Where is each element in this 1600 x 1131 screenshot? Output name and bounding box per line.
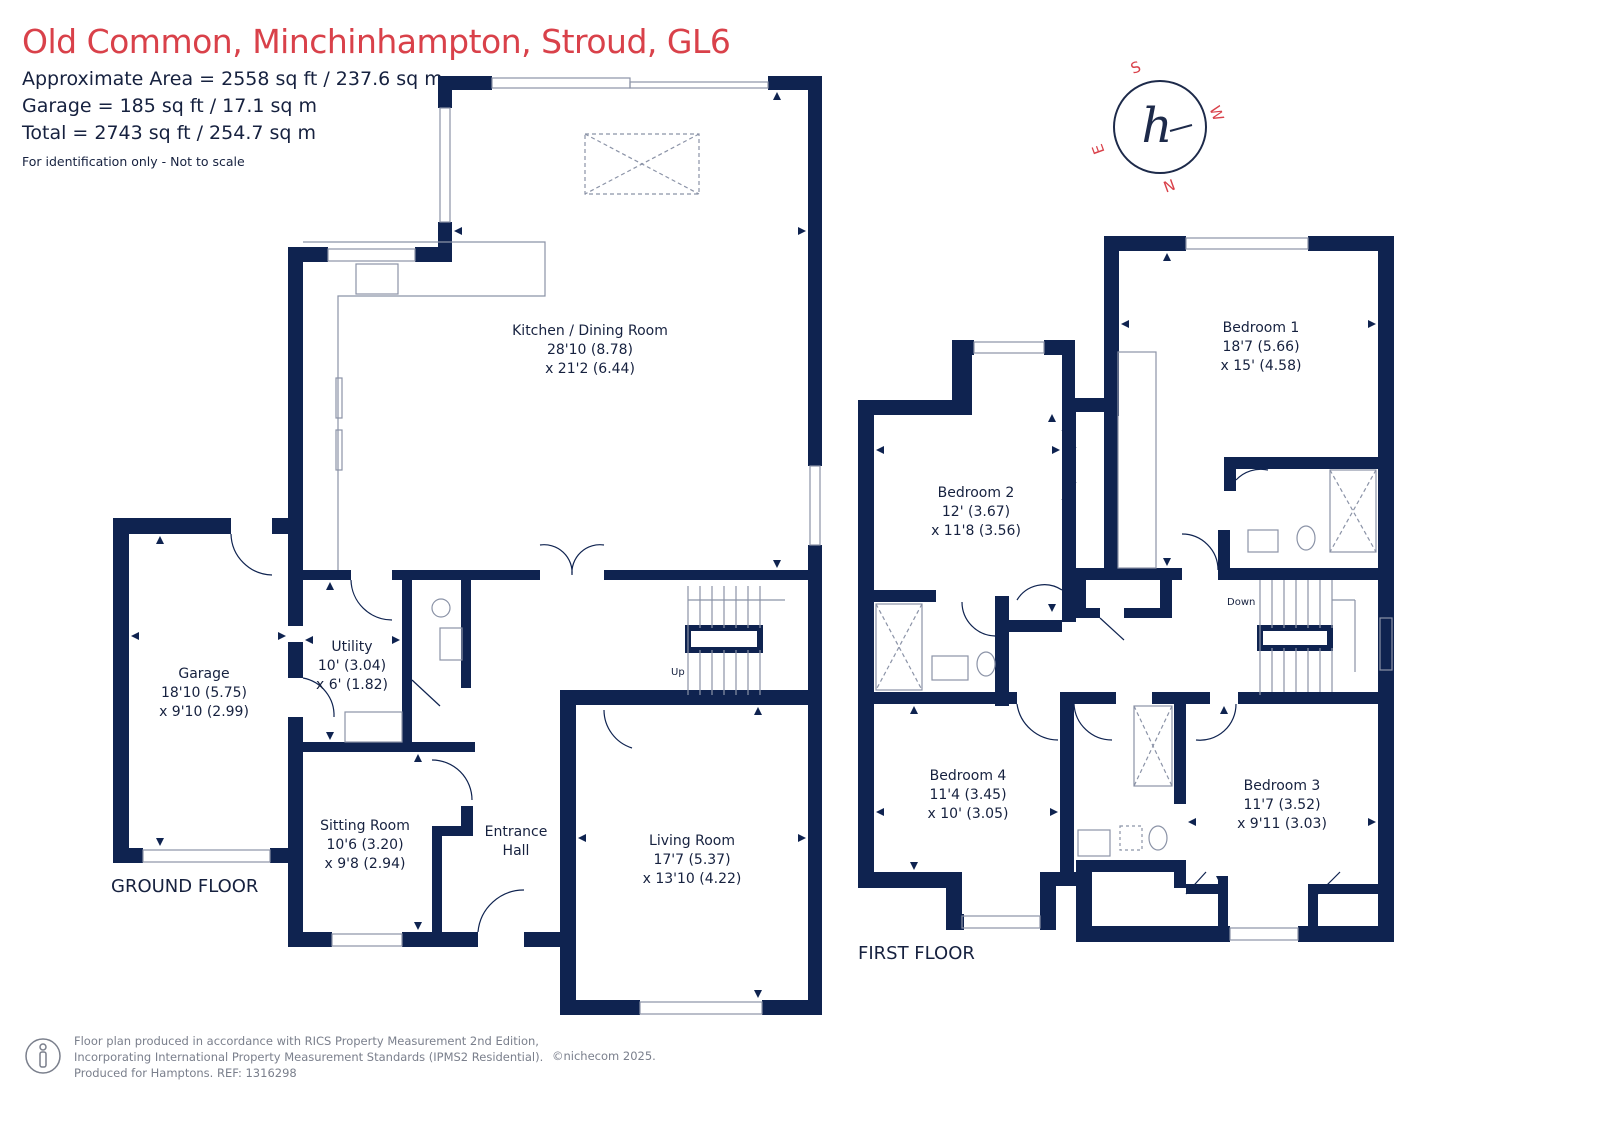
bedroom-2-label: Bedroom 2 xyxy=(938,485,1015,501)
bedroom-2-dim2: x 11'8 (3.56) xyxy=(931,523,1021,539)
ground-floor-walls xyxy=(113,76,822,1015)
bedroom-1-label: Bedroom 1 xyxy=(1223,320,1300,336)
sitting-room-label: Sitting Room xyxy=(320,818,410,834)
bedroom-1-dim2: x 15' (4.58) xyxy=(1221,358,1302,374)
compass-s: S xyxy=(1128,58,1143,78)
garage-area: Garage = 185 sq ft / 17.1 sq m xyxy=(22,95,318,117)
bedroom-4-dim2: x 10' (3.05) xyxy=(928,806,1009,822)
bedroom-2-dim1: 12' (3.67) xyxy=(942,504,1010,520)
first-floor-fittings xyxy=(875,237,1393,941)
living-room-dim2: x 13'10 (4.22) xyxy=(643,871,742,887)
bedroom-1-dim1: 18'7 (5.66) xyxy=(1222,339,1299,355)
bedroom-4-label: Bedroom 4 xyxy=(930,768,1007,784)
garage-label: Garage xyxy=(178,666,229,682)
bedroom-3-label: Bedroom 3 xyxy=(1244,778,1321,794)
living-room-dim1: 17'7 (5.37) xyxy=(653,852,730,868)
footer-line-2: Incorporating International Property Mea… xyxy=(74,1050,544,1064)
living-room-label: Living Room xyxy=(649,833,735,849)
entrance-hall-label-2: Hall xyxy=(503,843,530,859)
ground-floor-label: GROUND FLOOR xyxy=(111,876,258,897)
compass-icon: h S W N E xyxy=(1088,58,1227,196)
bedroom-3-dim2: x 9'11 (3.03) xyxy=(1237,816,1327,832)
page-title: Old Common, Minchinhampton, Stroud, GL6 xyxy=(22,22,731,61)
kitchen-dim2: x 21'2 (6.44) xyxy=(545,361,635,377)
sitting-room-dim2: x 9'8 (2.94) xyxy=(325,856,406,872)
total-area: Total = 2743 sq ft / 254.7 sq m xyxy=(22,122,316,144)
ground-floor-fittings xyxy=(142,77,821,1015)
utility-label: Utility xyxy=(331,639,372,655)
garage-dim1: 18'10 (5.75) xyxy=(161,685,247,701)
scale-note: For identification only - Not to scale xyxy=(22,154,245,169)
footer-line-1: Floor plan produced in accordance with R… xyxy=(74,1034,539,1048)
utility-dim2: x 6' (1.82) xyxy=(316,677,388,693)
info-icon xyxy=(25,1038,61,1074)
kitchen-dim1: 28'10 (8.78) xyxy=(547,342,633,358)
stairs-down-label: Down xyxy=(1227,597,1255,608)
footer-line-3: Produced for Hamptons. REF: 1316298 xyxy=(74,1066,297,1080)
compass-n: N xyxy=(1161,175,1178,196)
footer-text: Floor plan produced in accordance with R… xyxy=(74,1033,543,1081)
first-floor-walls xyxy=(858,236,1394,942)
bedroom-4-dim1: 11'4 (3.45) xyxy=(929,787,1006,803)
garage-dim2: x 9'10 (2.99) xyxy=(159,704,249,720)
compass-e: E xyxy=(1088,142,1108,157)
copyright: ©nichecom 2025. xyxy=(552,1049,656,1063)
entrance-hall-label: Entrance xyxy=(485,824,548,840)
bedroom-3-dim1: 11'7 (3.52) xyxy=(1243,797,1320,813)
compass-logo: h xyxy=(1142,98,1173,154)
kitchen-label: Kitchen / Dining Room xyxy=(512,323,668,339)
first-floor-label: FIRST FLOOR xyxy=(858,943,975,964)
utility-dim1: 10' (3.04) xyxy=(318,658,386,674)
sitting-room-dim1: 10'6 (3.20) xyxy=(326,837,403,853)
compass-w: W xyxy=(1205,103,1227,123)
measurement-arrows xyxy=(131,92,1376,998)
approx-area: Approximate Area = 2558 sq ft / 237.6 sq… xyxy=(22,68,443,90)
stairs-up-label: Up xyxy=(671,667,685,678)
